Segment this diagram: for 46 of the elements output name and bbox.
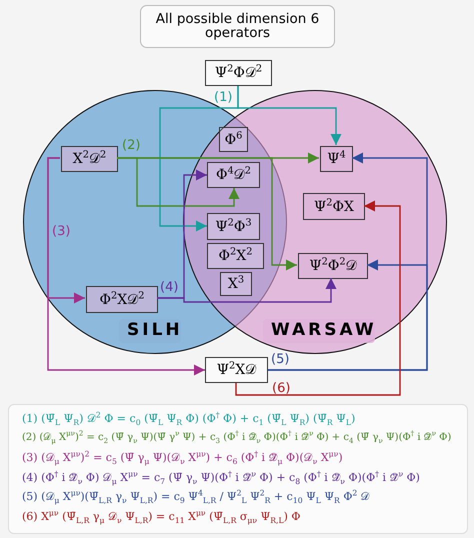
equation: (1) (Ψ̄$_{L}$ Ψ$_{R}$) 𝒟$^{2}$ Φ = c$_{0}$ (Ψ̄$_{L}$ Ψ$_{R}$ Φ) (Φ$^{†}$ Φ) + c$_{1}$ (Ψ̄$_{L}$ Ψ$_{R}$) (Ψ̄$_{R}$ Ψ$_{L}$) [22, 412, 356, 425]
edge-label: (5) [271, 352, 290, 367]
operator-label: Ψ$^{2}$Φ$^{2}$𝒟 [309, 259, 357, 273]
operator-box [86, 286, 158, 313]
operator-label: Φ$^{4}$𝒟$^{2}$ [216, 168, 251, 182]
operator-label: Ψ$^{2}$Φ$^{3}$ [215, 220, 252, 234]
edge-label: (3) [52, 224, 70, 239]
edge-label: (1) [214, 90, 232, 105]
equation: (2) (𝒟$_{μ}$ X$^{μν}$)$^{2}$ = c$_{2}$ (Ψ̄ γ$_{ν}$ Ψ)(Ψ̄ γ$^{ν}$ Ψ) + c$_{3}$ (Φ$^{†}$ i 𝒟⃡$_{ν}$ Φ)(Φ$^{†}$ i 𝒟⃡$^{ν}$ Φ) + c$_{4}$ (Ψ̄ γ$_{ν}$ Ψ)(Φ$^{†}$ i 𝒟⃡$^{ν}$ Φ) [22, 432, 452, 442]
operator-box [207, 162, 260, 188]
title-box [140, 5, 335, 48]
arrow [117, 157, 297, 270]
set-label: SILH [119, 319, 181, 343]
operator-label: Φ$^{2}$X$^{2}$ [218, 249, 252, 263]
equation: (5) (𝒟$_{μ}$ X$^{μν}$)(Ψ̄$_{L,R}$ γ$_{ν}$ Ψ$_{L,R}$) = c$_{9}$ Ψ$^{4}$$_{L,R}$ / Ψ$^{2}$$_{L}$ Ψ$^{2}$$_{R}$ + c$_{10}$ Ψ$_{L}$ Ψ$_{R}$ Φ$^{2}$ 𝒟 [22, 490, 370, 503]
operator-box [303, 193, 365, 220]
operator-box [219, 127, 248, 152]
operator-box [320, 146, 353, 172]
operator-label: Φ$^{2}$X𝒟$^{2}$ [100, 292, 144, 306]
operator-label: Φ$^{6}$ [224, 132, 242, 146]
edge-label: (6) [272, 381, 290, 396]
arrow [47, 157, 205, 376]
operator-box [205, 357, 268, 383]
equation: (4) (Φ$^{†}$ i 𝒟⃡$_{ν}$ Φ) 𝒟$_{μ}$ X$^{μν}$ = c$_{7}$ (Ψ̄ γ$_{ν}$ Ψ)(Φ$^{†}$ i 𝒟⃡$^{ν}$ Φ) + c$_{8}$ (Φ$^{†}$ i 𝒟⃡$_{ν}$ Φ)(Φ$^{†}$ i 𝒟⃡$^{ν}$ Φ) [22, 470, 420, 484]
edge-label: (4) [160, 280, 178, 295]
arrow [159, 86, 239, 232]
operator-box [298, 253, 368, 279]
arrow [235, 200, 401, 396]
operator-label: Ψ$^{2}$ΦX [314, 200, 354, 214]
title-text: All possible dimension 6 operators [154, 13, 320, 40]
operator-box [61, 146, 118, 172]
operator-label: Ψ$^{2}$Φ𝒟$^{2}$ [214, 66, 262, 80]
equation: (6) X$^{μν}$ (Ψ̄$_{L,R}$ γ$_{μ}$ 𝒟$_{ν}$ Ψ$_{L,R}$) = c$_{11}$ X$^{μν}$ (Ψ̄$_{L,R}$ σ$_{μν}$ Ψ$_{R,L}$) Φ [22, 510, 300, 522]
arrow [268, 260, 428, 371]
operator-box [207, 243, 264, 269]
equation: (3) (𝒟$_{μ}$ X$^{μν}$)$^{2}$ = c$_{5}$ (Ψ̄ γ$_{μ}$ Ψ)(𝒟$_{ν}$ X$^{μν}$) + c$_{6}$ (Φ$^{†}$ i 𝒟⃡$_{μ}$ Φ)(𝒟$_{ν}$ X$^{μν}$) [22, 451, 343, 464]
set-label: WARSAW [263, 319, 375, 343]
arrow [157, 278, 336, 303]
operator-box [207, 213, 260, 240]
operator-label: Ψ$^{4}$ [327, 152, 346, 166]
operator-box [220, 272, 252, 296]
edge-label: (2) [122, 138, 140, 153]
operator-label: X$^{2}$𝒟$^{2}$ [72, 152, 106, 166]
operator-box [205, 60, 272, 86]
operator-label: X$^{3}$ [228, 277, 244, 291]
operator-label: Ψ$^{2}$X𝒟 [216, 363, 256, 377]
